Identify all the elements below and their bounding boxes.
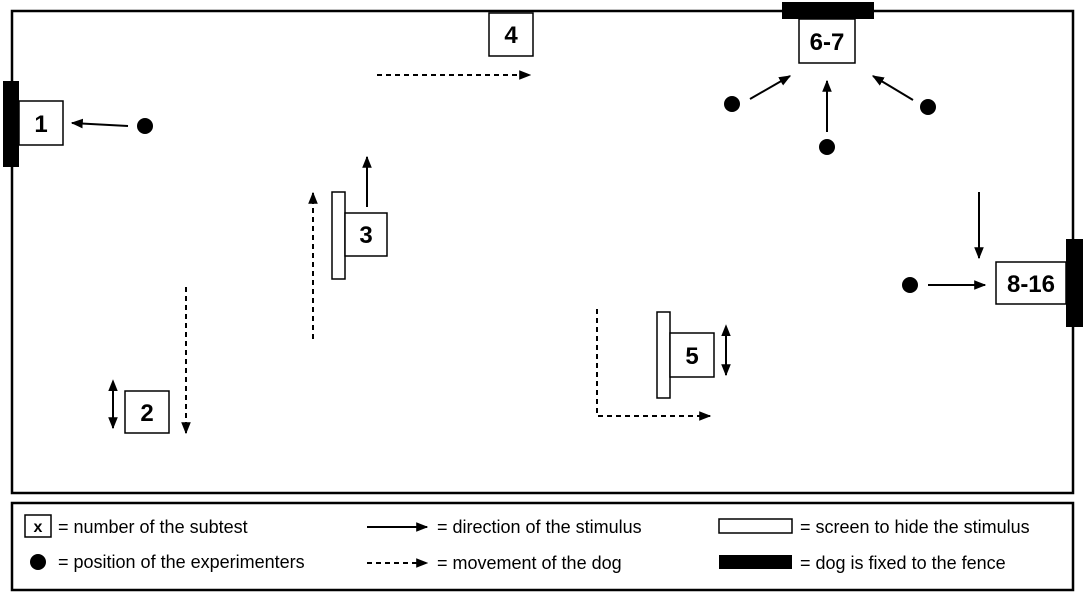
stimulus-arrow-1: [70, 118, 129, 129]
legend-screen-symbol: [718, 518, 793, 534]
legend-experimenters-text: = position of the experimenters: [58, 552, 305, 572]
field-border: [10, 9, 1075, 495]
experimenter-dot-1: [137, 118, 153, 134]
experimenter-dot-6-7-center: [819, 139, 835, 155]
subtest-6-7-box: [798, 18, 856, 64]
legend-dog-movement-text: = movement of the dog: [437, 553, 622, 573]
stimulus-arrow-6-7-right: [871, 75, 914, 101]
legend-screen-text: = screen to hide the stimulus: [800, 517, 1030, 537]
fence-right: [1066, 239, 1083, 327]
subtest-2-label: 2: [140, 400, 153, 427]
subtest-2-box: [124, 390, 170, 434]
legend-border: [10, 501, 1075, 592]
experimenter-dot-6-7-right: [920, 99, 936, 115]
screen-3: [331, 191, 346, 280]
subtest-8-16-box: [995, 261, 1067, 305]
legend-experimenter-dot: [30, 554, 46, 570]
subtest-4-label: 4: [504, 22, 518, 49]
subtest-3-box: [344, 212, 388, 257]
legend-fence-symbol: [719, 555, 792, 569]
dog-movement-5: [596, 309, 712, 421]
experimenter-dot-6-7-left: [724, 96, 740, 112]
subtest-5-box: [669, 332, 715, 378]
subtest-6-7-label: 6-7: [810, 29, 845, 56]
fence-top: [782, 2, 874, 19]
subtest-8-16-label: 8-16: [1007, 271, 1055, 298]
legend-subtest-symbol-box: [24, 514, 52, 538]
legend-subtest-symbol: x: [34, 519, 43, 536]
stimulus-arrow-6-7-left: [749, 75, 792, 100]
fence-left: [3, 81, 19, 167]
legend-subtest-text: = number of the subtest: [58, 517, 248, 537]
legend-fence-text: = dog is fixed to the fence: [800, 553, 1006, 573]
subtest-4-box: [488, 12, 534, 57]
subtest-1-label: 1: [34, 111, 47, 138]
legend: x = number of the subtest = position of …: [10, 501, 1075, 592]
subtest-5-label: 5: [685, 343, 698, 370]
subtest-1-box: [18, 100, 64, 146]
subtest-3-label: 3: [359, 222, 372, 249]
legend-stimulus-text: = direction of the stimulus: [437, 517, 642, 537]
experimenter-dot-8-16: [902, 277, 918, 293]
screen-5: [656, 311, 671, 399]
